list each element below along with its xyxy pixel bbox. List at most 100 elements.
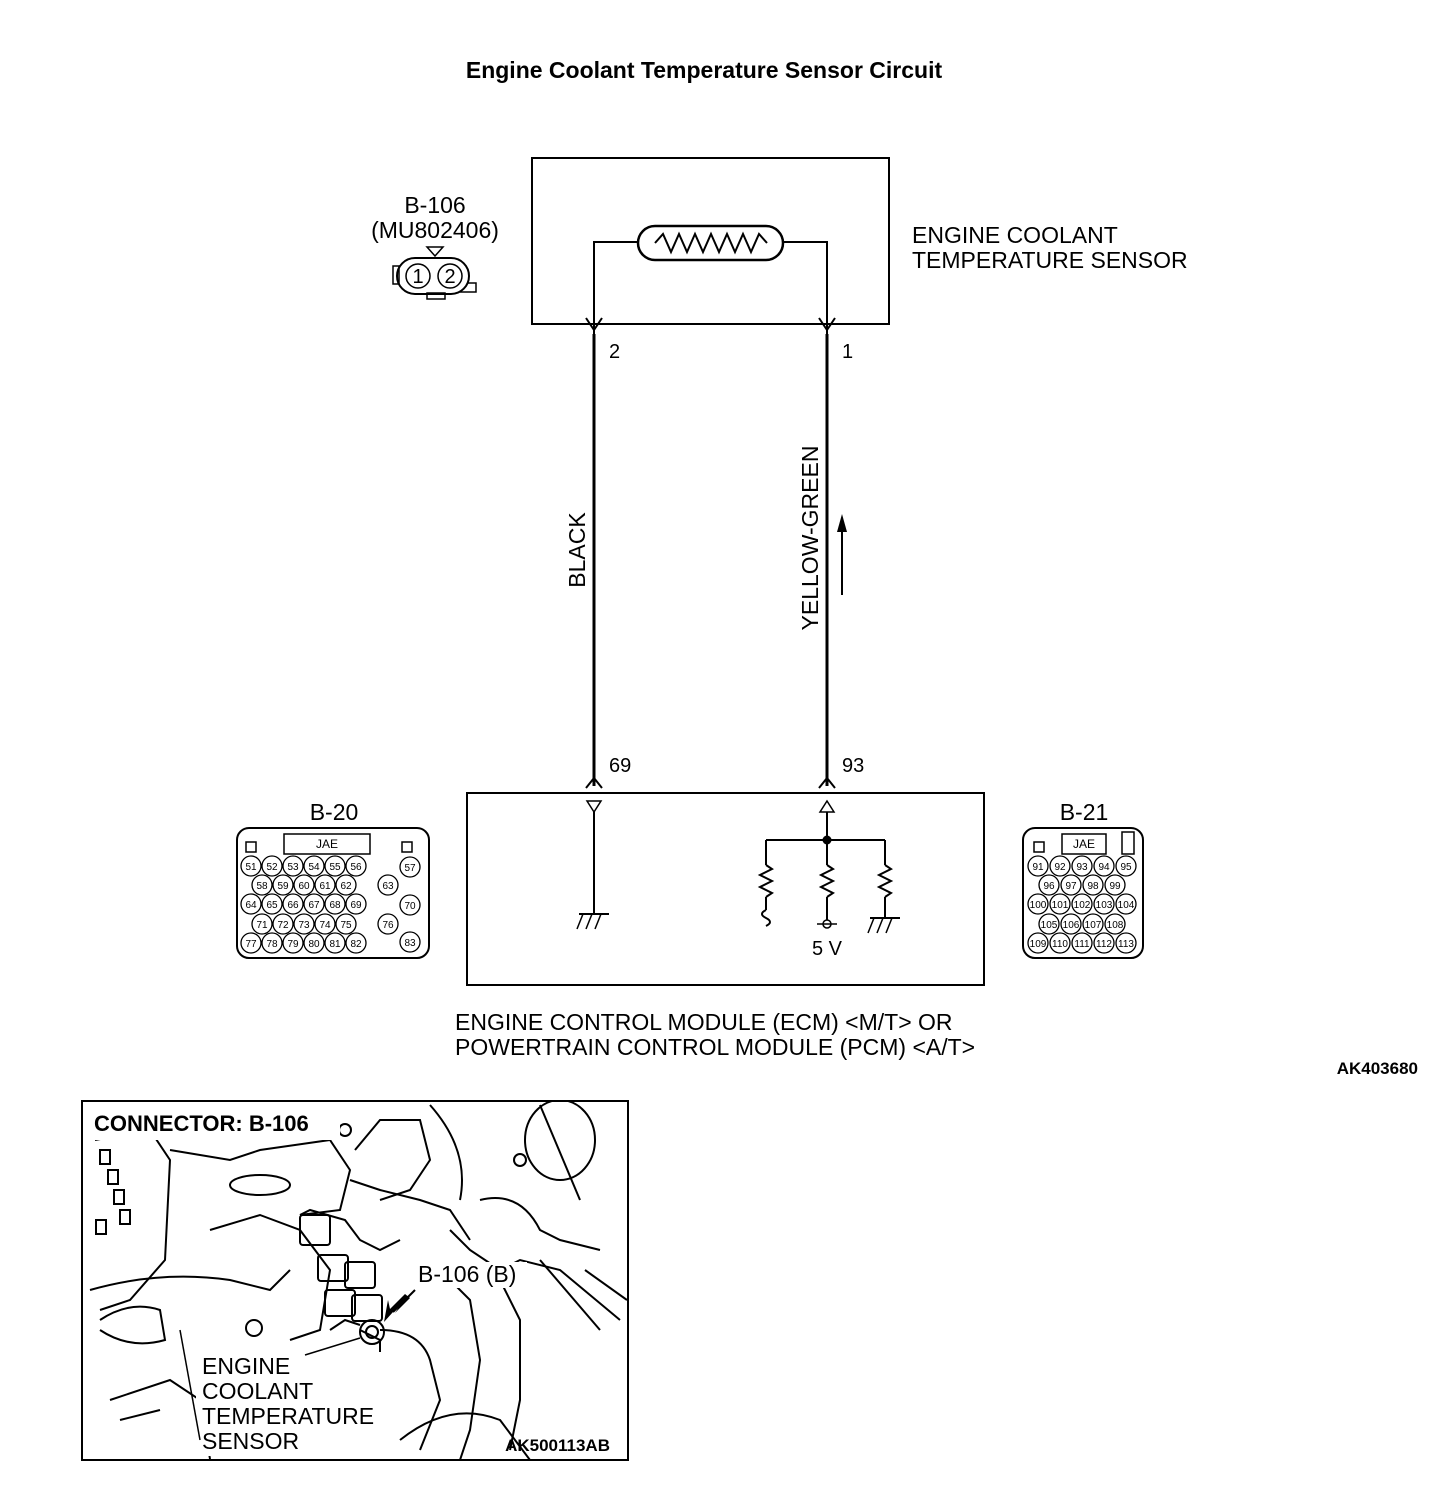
b20-pin-53-circle xyxy=(282,855,304,877)
b20-pin-68-circle xyxy=(324,893,346,915)
b21-pin-108-circle xyxy=(1104,913,1126,935)
b21-pin-97-label: 97 xyxy=(1065,881,1077,892)
inset-label-line3: TEMPERATURE xyxy=(202,1403,374,1429)
b20-pin-61-label: 61 xyxy=(319,881,331,892)
signal-direction-arrow-icon xyxy=(837,514,847,595)
b20-pin-53-label: 53 xyxy=(287,862,299,873)
b21-pin-97-circle xyxy=(1060,874,1082,896)
b20-pin-55-circle xyxy=(324,855,346,877)
inset-label-line4: SENSOR xyxy=(202,1428,299,1454)
terminal-mark-module-right xyxy=(818,776,836,789)
b20-pin-67-circle xyxy=(303,893,325,915)
b21-pin-106-label: 106 xyxy=(1063,920,1080,931)
b20-pin-78-label: 78 xyxy=(266,939,278,950)
terminal-mark-sensor-left xyxy=(585,317,603,332)
b21-pin-99-circle xyxy=(1104,874,1126,896)
b21-pin-104-circle xyxy=(1115,893,1137,915)
connector-b21-icon xyxy=(1022,827,1144,959)
supply-voltage-label: 5 V xyxy=(812,938,843,960)
b21-pin-113-circle xyxy=(1115,932,1137,954)
b20-pin-71-circle xyxy=(251,913,273,935)
resistor-right-icon xyxy=(867,840,900,934)
b20-pin-68-label: 68 xyxy=(329,900,341,911)
wire-black-label: BLACK xyxy=(564,512,590,588)
sensor-lead-right xyxy=(783,241,828,334)
module-label-line2: POWERTRAIN CONTROL MODULE (PCM) <A/T> xyxy=(455,1034,975,1060)
b20-pin-66-label: 66 xyxy=(287,900,299,911)
b20-pin-65-circle xyxy=(261,893,283,915)
b21-pin-92-label: 92 xyxy=(1054,862,1066,873)
b20-pin-82-label: 82 xyxy=(350,939,362,950)
b20-pin-83-circle xyxy=(399,931,421,953)
b21-pin-104-label: 104 xyxy=(1118,900,1135,911)
callout-arrow-icon xyxy=(384,1294,410,1322)
diagram-title: Engine Coolant Temperature Sensor Circui… xyxy=(466,57,943,83)
b21-pin-112-circle xyxy=(1093,932,1115,954)
inset-figure-code: AK500113AB xyxy=(505,1436,610,1455)
b20-pin-83-label: 83 xyxy=(404,938,416,949)
b20-pin-52-circle xyxy=(261,855,283,877)
thermistor-icon xyxy=(636,224,785,262)
sensor-label-line1: ENGINE COOLANT xyxy=(912,222,1118,248)
b21-pin-102-label: 102 xyxy=(1074,900,1091,911)
terminal-mark-module-left xyxy=(585,776,603,789)
b21-pin-93-circle xyxy=(1071,855,1093,877)
b20-pin-81-circle xyxy=(324,932,346,954)
sensor-connector-pin-1: 1 xyxy=(412,266,423,288)
b20-pin-77-circle xyxy=(240,932,262,954)
b20-pin-60-circle xyxy=(293,874,315,896)
b20-pin-71-label: 71 xyxy=(256,920,268,931)
b20-pin-65-label: 65 xyxy=(266,900,278,911)
b20-pin-77-label: 77 xyxy=(245,939,257,950)
b20-pin-59-label: 59 xyxy=(277,881,289,892)
b21-pin-112-label: 112 xyxy=(1096,939,1112,950)
inset-panel xyxy=(81,1100,629,1461)
b21-pin-110-circle xyxy=(1049,932,1071,954)
b21-pin-96-circle xyxy=(1038,874,1060,896)
b20-pin-57-label: 57 xyxy=(404,863,416,874)
b21-pin-93-label: 93 xyxy=(1076,862,1088,873)
b20-pin-51-label: 51 xyxy=(245,862,257,873)
b20-pin-70-circle xyxy=(399,894,421,916)
module-terminal-left-icon xyxy=(585,800,603,814)
b20-pin-64-label: 64 xyxy=(245,900,257,911)
module-pin-left-number: 69 xyxy=(609,755,631,777)
b20-pin-75-circle xyxy=(335,913,357,935)
b21-pin-106-circle xyxy=(1060,913,1082,935)
b21-pin-109-label: 109 xyxy=(1030,939,1047,950)
b20-pin-73-circle xyxy=(293,913,315,935)
sensor-connector-pin-2: 2 xyxy=(444,266,455,288)
b20-pin-79-label: 79 xyxy=(287,939,299,950)
b20-pin-70-label: 70 xyxy=(404,901,416,912)
b21-pin-113-label: 113 xyxy=(1118,939,1134,950)
resistor-left-icon xyxy=(757,840,775,927)
b21-pin-95-label: 95 xyxy=(1120,862,1132,873)
b20-pin-58-label: 58 xyxy=(256,881,268,892)
inset-label-line2: COOLANT xyxy=(202,1378,313,1404)
b20-pin-69-circle xyxy=(345,893,367,915)
sensor-box xyxy=(531,157,890,325)
b20-pin-63-circle xyxy=(377,874,399,896)
b20-pin-54-label: 54 xyxy=(308,862,320,873)
b20-pin-74-label: 74 xyxy=(319,920,331,931)
module-terminal-right-icon xyxy=(818,799,836,813)
b20-pin-61-circle xyxy=(314,874,336,896)
b21-pin-94-label: 94 xyxy=(1098,862,1110,873)
b21-pin-100-label: 100 xyxy=(1030,900,1047,911)
b20-pin-79-circle xyxy=(282,932,304,954)
b20-pin-59-circle xyxy=(272,874,294,896)
sensor-pin-right-number: 1 xyxy=(842,341,853,363)
b20-pin-57-circle xyxy=(399,856,421,878)
inset-heading: CONNECTOR: B-106 xyxy=(94,1111,309,1136)
b21-pin-105-circle xyxy=(1038,913,1060,935)
resistor-center-icon xyxy=(817,840,837,929)
b21-pin-96-label: 96 xyxy=(1043,881,1055,892)
b20-pin-63-label: 63 xyxy=(382,881,394,892)
b20-pin-52-label: 52 xyxy=(266,862,278,873)
b20-pin-55-label: 55 xyxy=(329,862,341,873)
b21-pin-102-circle xyxy=(1071,893,1093,915)
connector-b20-icon xyxy=(236,827,430,959)
